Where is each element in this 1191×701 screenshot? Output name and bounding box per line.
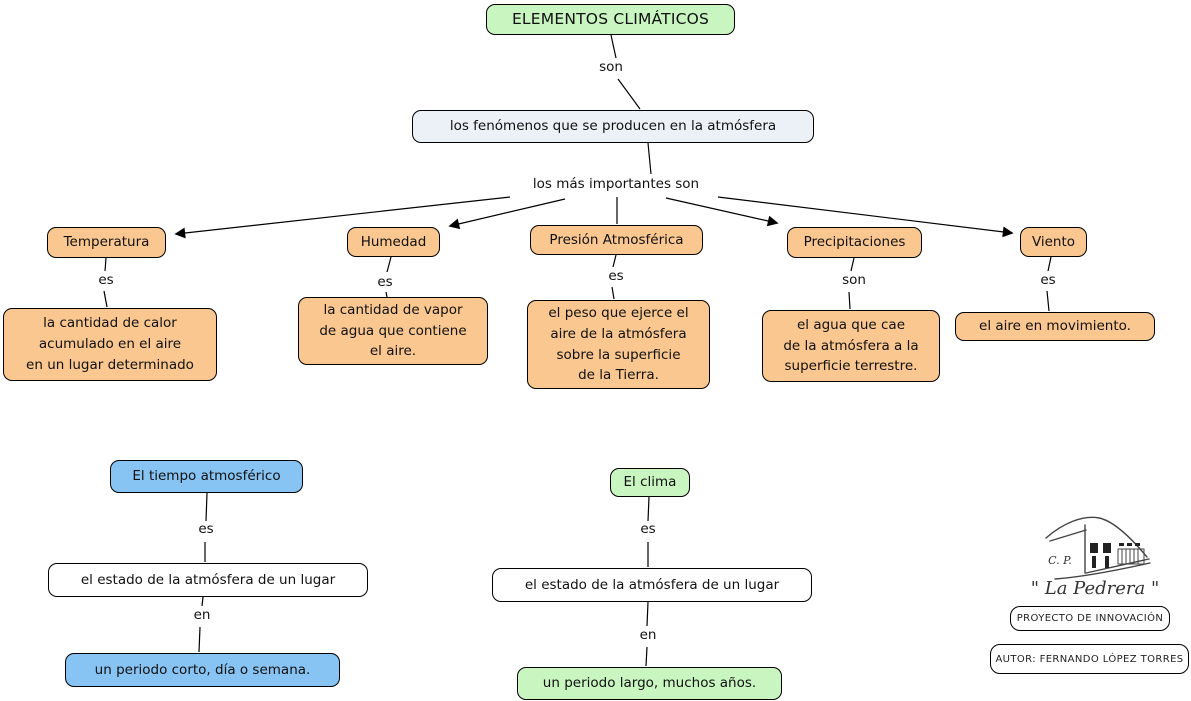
logo-name: " La Pedrera " (1031, 578, 1159, 599)
node-temperatura: Temperatura (47, 227, 166, 258)
edge-branch-precipitaciones (665, 197, 779, 227)
edge-estado2-en (646, 601, 649, 627)
edge-estado1-en (201, 596, 204, 607)
link-label-clima-es: es (640, 521, 656, 537)
link-label-viento-es: es (1040, 272, 1056, 288)
node-presion-desc: el peso que ejerce el aire de la atmósfe… (527, 300, 710, 389)
edge-son-definition (617, 78, 641, 110)
edge-precipitaciones-son (850, 257, 855, 272)
project-badge: PROYECTO DE INNOVACIÓN (1010, 606, 1170, 631)
edge-en-corto (198, 626, 201, 653)
node-clima-estado: el estado de la atmósfera de un lugar (492, 568, 812, 602)
node-presion-atmosferica: Presión Atmosférica (530, 225, 703, 255)
logo-initials: C. P. (1048, 554, 1072, 567)
edge-clima-es (647, 496, 650, 522)
edge-branch-humedad (448, 198, 566, 230)
node-el-clima: El clima (610, 468, 690, 497)
edge-temperatura-es (104, 257, 107, 272)
link-label-tiempo-en: en (193, 607, 211, 623)
node-precipitaciones: Precipitaciones (787, 227, 922, 258)
node-precipitaciones-desc: el agua que cae de la atmósfera a la sup… (762, 310, 940, 382)
node-periodo-corto: un periodo corto, día o semana. (65, 653, 340, 687)
node-definicion-fenomenos: los fenómenos que se producen en la atmó… (412, 110, 814, 143)
link-label-tiempo-es: es (198, 521, 214, 537)
link-label-precipitaciones-son: son (842, 272, 866, 288)
edge-definition-branch (647, 142, 652, 175)
node-humedad: Humedad (347, 227, 440, 257)
edge-presion-es (612, 254, 617, 268)
author-badge: AUTOR: FERNANDO LÓPEZ TORRES (990, 644, 1189, 674)
node-viento-desc: el aire en movimiento. (955, 312, 1155, 341)
node-temperatura-desc: la cantidad de calor acumulado en el air… (3, 308, 217, 381)
edge-branch-temperatura (174, 196, 511, 239)
edge-tiempo-es (205, 492, 208, 522)
edge-viento-es (1047, 256, 1052, 272)
node-humedad-desc: la cantidad de vapor de agua que contien… (298, 297, 488, 365)
node-elementos-climaticos: ELEMENTOS CLIMÁTICOS (486, 4, 735, 35)
edge-es-viento-desc (1046, 290, 1050, 312)
edge-son-precipitaciones-desc (848, 291, 851, 310)
node-viento: Viento (1020, 227, 1087, 257)
link-label-presion-es: es (608, 268, 624, 284)
link-label-clima-en: en (639, 627, 657, 643)
edge-es-temperatura-desc (103, 290, 108, 308)
node-tiempo-atmosferico: El tiempo atmosférico (110, 460, 303, 493)
edge-humedad-es (386, 256, 392, 273)
la-pedrera-logo: C. P. " La Pedrera " (1013, 511, 1177, 599)
edge-branch-viento (717, 196, 1014, 238)
link-label-humedad-es: es (377, 274, 393, 290)
link-label-son: son (599, 59, 623, 75)
link-label-importantes: los más importantes son (532, 176, 700, 192)
edge-en-largo (645, 646, 648, 667)
edge-es-humedad-desc (385, 291, 388, 298)
edge-es-presion-desc (611, 286, 615, 300)
node-tiempo-estado: el estado de la atmósfera de un lugar (48, 563, 368, 597)
edge-root-son (610, 34, 617, 59)
node-periodo-largo: un periodo largo, muchos años. (517, 667, 782, 700)
link-label-temperatura-es: es (98, 272, 114, 288)
school-building-icon: C. P. " La Pedrera " (1031, 516, 1159, 599)
